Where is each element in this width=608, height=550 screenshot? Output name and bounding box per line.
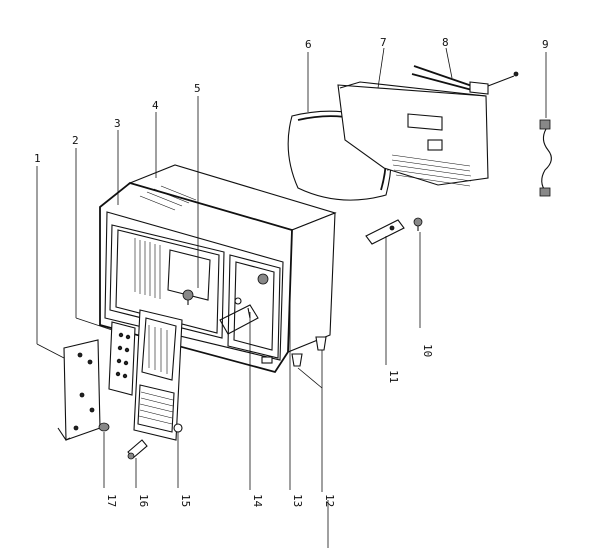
callout-labels: 1 2 3 4 5 6 7 8 9 10 11 12 13 14 15 16 1…	[34, 36, 549, 508]
callout-12: 12	[323, 494, 336, 507]
part-2-button-strip	[108, 321, 136, 396]
part-15-control-board	[133, 309, 183, 441]
callout-9: 9	[542, 38, 549, 51]
part-11-bracket	[365, 219, 405, 245]
part-12-feet	[291, 336, 327, 367]
part-8-antenna	[411, 65, 519, 95]
callout-11: 11	[387, 370, 400, 383]
callout-4: 4	[152, 99, 159, 112]
part-1-mounting-plate	[57, 339, 101, 441]
part-10-screw	[413, 217, 423, 231]
part-16-shaft	[127, 439, 148, 460]
callout-3: 3	[114, 117, 121, 130]
part-13-knob	[234, 273, 269, 305]
part-17-small-knob	[98, 422, 110, 432]
callout-2: 2	[72, 134, 79, 147]
part-4-cabinet	[99, 164, 337, 374]
part-14-control-bracket	[219, 304, 259, 335]
callout-10: 10	[421, 344, 434, 357]
part-9-power-cord	[539, 119, 552, 197]
callout-8: 8	[442, 36, 449, 49]
callout-5: 5	[194, 82, 201, 95]
callout-14: 14	[251, 494, 264, 508]
callout-15: 15	[179, 494, 192, 507]
callout-16: 16	[137, 494, 150, 507]
callout-1: 1	[34, 152, 41, 165]
callout-6: 6	[305, 38, 312, 51]
part-5-screw	[182, 289, 194, 305]
leader-lines	[36, 47, 547, 548]
callout-13: 13	[291, 494, 304, 507]
callout-17: 17	[105, 494, 118, 507]
callout-7: 7	[380, 36, 387, 49]
part-7-back-cover	[337, 81, 489, 187]
